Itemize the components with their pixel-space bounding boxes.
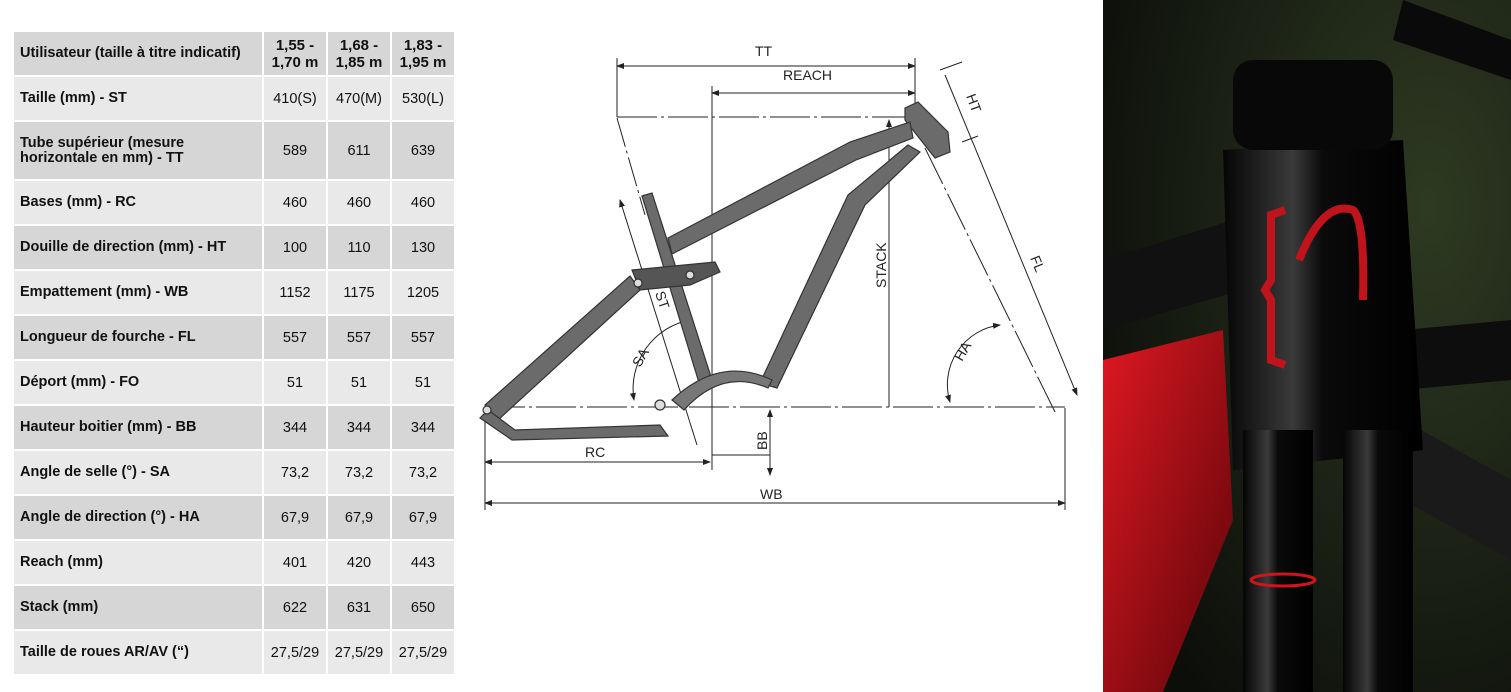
row-value: 100	[264, 226, 326, 269]
row-value: 51	[392, 361, 454, 404]
row-value: 130	[392, 226, 454, 269]
row-value: 73,2	[328, 451, 390, 494]
row-value: 110	[328, 226, 390, 269]
row-value: 51	[328, 361, 390, 404]
label-st: ST	[652, 289, 673, 311]
row-value: 460	[392, 181, 454, 224]
table-header-row: Utilisateur (taille à titre indicatif)1,…	[14, 32, 454, 75]
label-bb: BB	[754, 431, 770, 450]
frame-geometry-diagram: TT REACH HT STACK FL ST SA HA BB RC WB	[479, 43, 1078, 510]
row-value: 460	[328, 181, 390, 224]
row-value: 51	[264, 361, 326, 404]
label-sa: SA	[629, 345, 653, 370]
row-value: 530(L)	[392, 77, 454, 120]
row-label: Reach (mm)	[14, 541, 262, 584]
label-reach: REACH	[783, 67, 832, 83]
row-label: Taille de roues AR/AV (“)	[14, 631, 262, 674]
row-value: 27,5/29	[328, 631, 390, 674]
bike-headtube-photo	[1103, 0, 1511, 692]
label-fl: FL	[1027, 253, 1048, 274]
row-value: 639	[392, 122, 454, 179]
row-value: 557	[392, 316, 454, 359]
row-value: 420	[328, 541, 390, 584]
row-label: Déport (mm) - FO	[14, 361, 262, 404]
geometry-table: Utilisateur (taille à titre indicatif)1,…	[12, 30, 456, 676]
row-value: 27,5/29	[264, 631, 326, 674]
label-rc: RC	[585, 444, 605, 460]
row-value: 344	[328, 406, 390, 449]
row-value: 460	[264, 181, 326, 224]
row-value: 1152	[264, 271, 326, 314]
row-value: 557	[328, 316, 390, 359]
table-row: Tube supérieur (mesure horizontale en mm…	[14, 122, 454, 179]
row-label: Bases (mm) - RC	[14, 181, 262, 224]
row-label: Tube supérieur (mesure horizontale en mm…	[14, 122, 262, 179]
row-value: 73,2	[392, 451, 454, 494]
row-value: 67,9	[328, 496, 390, 539]
dimension-lines	[484, 58, 1078, 510]
header-size: 1,55 - 1,70 m	[264, 32, 326, 75]
row-value: 67,9	[392, 496, 454, 539]
bike-frame	[479, 101, 951, 441]
label-ht: HT	[963, 92, 985, 115]
label-stack: STACK	[873, 242, 889, 288]
row-value: 470(M)	[328, 77, 390, 120]
header-label: Utilisateur (taille à titre indicatif)	[14, 32, 262, 75]
row-value: 650	[392, 586, 454, 629]
label-ha: HA	[951, 338, 975, 363]
row-value: 1175	[328, 271, 390, 314]
row-label: Angle de direction (°) - HA	[14, 496, 262, 539]
row-label: Longueur de fourche - FL	[14, 316, 262, 359]
row-value: 344	[264, 406, 326, 449]
row-label: Douille de direction (mm) - HT	[14, 226, 262, 269]
row-value: 27,5/29	[392, 631, 454, 674]
row-label: Angle de selle (°) - SA	[14, 451, 262, 494]
row-label: Empattement (mm) - WB	[14, 271, 262, 314]
row-value: 73,2	[264, 451, 326, 494]
row-value: 401	[264, 541, 326, 584]
row-value: 589	[264, 122, 326, 179]
row-value: 622	[264, 586, 326, 629]
label-tt: TT	[755, 43, 773, 59]
row-value: 410(S)	[264, 77, 326, 120]
row-value: 631	[328, 586, 390, 629]
header-size: 1,68 - 1,85 m	[328, 32, 390, 75]
row-value: 1205	[392, 271, 454, 314]
row-value: 557	[264, 316, 326, 359]
row-label: Hauteur boitier (mm) - BB	[14, 406, 262, 449]
row-value: 443	[392, 541, 454, 584]
label-wb: WB	[760, 486, 783, 502]
row-label: Stack (mm)	[14, 586, 262, 629]
row-value: 67,9	[264, 496, 326, 539]
row-value: 611	[328, 122, 390, 179]
row-value: 344	[392, 406, 454, 449]
header-size: 1,83 - 1,95 m	[392, 32, 454, 75]
row-label: Taille (mm) - ST	[14, 77, 262, 120]
